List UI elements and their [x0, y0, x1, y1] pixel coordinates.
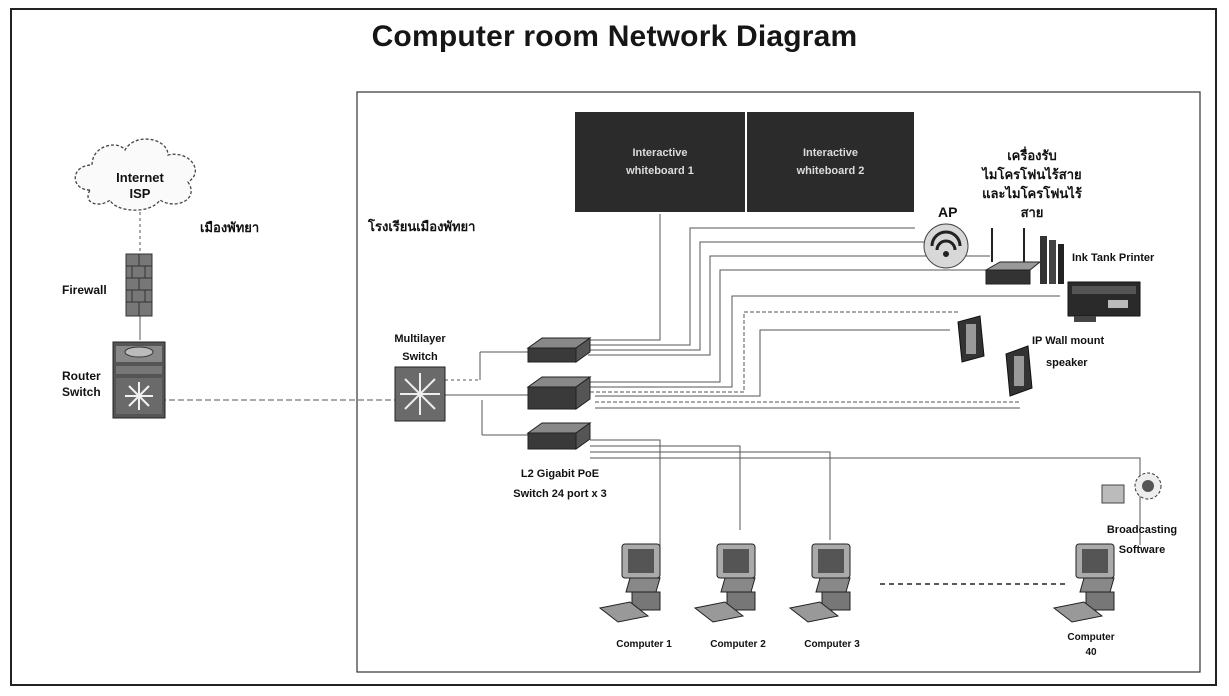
multilayer-label-line2: Switch: [402, 351, 438, 363]
speaker-label-line2: speaker: [1046, 357, 1088, 369]
wireless-mic-line2: ไมโครโฟนไร้สาย: [982, 167, 1082, 182]
wireless-receiver-icon: [984, 228, 1042, 285]
speaker-icon: [957, 315, 985, 363]
computer-40-line2: 40: [1085, 647, 1097, 658]
wifi-icon: [923, 223, 969, 269]
whiteboard-1-line1: Interactive: [632, 147, 688, 159]
internet-label-line1: Internet: [116, 170, 164, 185]
computer-40-line1: Computer: [1067, 632, 1115, 643]
wireless-mic-line3: และไมโครโฟนไร้: [982, 186, 1082, 201]
switch-icon: [526, 337, 592, 363]
computer-2-label: Computer 2: [710, 639, 766, 650]
switch-icon: [526, 422, 592, 450]
wireless-mic-line4: สาย: [1020, 205, 1044, 220]
computer-icon: [1052, 543, 1115, 623]
firewall-label: Firewall: [62, 283, 107, 297]
multilayer-switch-icon: [394, 366, 446, 422]
interactive-whiteboard-2: Interactive whiteboard 2: [747, 112, 914, 212]
computer-icon: [693, 543, 756, 623]
router-switch-label: Router Switch: [62, 368, 101, 400]
microphone-icon: [1040, 236, 1064, 284]
printer-icon: [1067, 281, 1141, 322]
school-name-label: โรงเรียนเมืองพัทยา: [368, 219, 476, 234]
whiteboard-2-line2: whiteboard 2: [796, 165, 865, 177]
wireless-mic-line1: เครื่องรับ: [1007, 148, 1057, 163]
connection-lines: [139, 206, 1141, 585]
computer-3-label: Computer 3: [804, 639, 860, 650]
speaker-icon: [1005, 345, 1033, 397]
interactive-whiteboard-1: Interactive whiteboard 1: [575, 112, 745, 212]
router-label-line2: Switch: [62, 385, 101, 399]
printer-label: Ink Tank Printer: [1072, 252, 1155, 264]
internet-label: Internet ISP: [100, 170, 180, 202]
computer-40-label: Computer 40: [1056, 630, 1126, 660]
firewall-icon: [125, 253, 153, 317]
multilayer-label-line1: Multilayer: [394, 333, 446, 345]
computer-1-label: Computer 1: [616, 639, 672, 650]
multilayer-switch-label: Multilayer Switch: [385, 330, 455, 366]
router-switch-icon: [112, 341, 166, 419]
switch-icon: [526, 376, 592, 410]
poe-label-line1: L2 Gigabit PoE: [520, 468, 600, 480]
cloud-icon: [74, 138, 196, 211]
speaker-label-line1: IP Wall mount: [1032, 335, 1105, 347]
city-region-label: เมืองพัทยา: [200, 220, 260, 235]
ap-label: AP: [938, 204, 958, 220]
broadcast-software-label: Broadcasting Software: [1094, 520, 1190, 560]
wireless-mic-label: เครื่องรับ ไมโครโฟนไร้สาย และไมโครโฟนไร้…: [968, 146, 1096, 222]
poe-switch-label: L2 Gigabit PoE Switch 24 port x 3: [490, 464, 630, 504]
school-boundary: [356, 91, 1201, 673]
speaker-label: IP Wall mount speaker: [1032, 330, 1104, 374]
router-label-line1: Router: [62, 369, 101, 383]
computer-icon: [598, 543, 661, 623]
computer-icon: [788, 543, 851, 623]
globe-icon: [1101, 472, 1162, 504]
page-title: Computer room Network Diagram: [371, 20, 858, 53]
whiteboard-2-line1: Interactive: [802, 147, 859, 159]
poe-label-line2: Switch 24 port x 3: [513, 488, 607, 500]
broadcast-label-line2: Software: [1118, 544, 1166, 556]
broadcast-label-line1: Broadcasting: [1106, 524, 1178, 536]
whiteboard-1-line2: whiteboard 1: [626, 165, 694, 177]
diagram-frame: [10, 8, 1217, 686]
internet-label-line2: ISP: [129, 186, 151, 201]
